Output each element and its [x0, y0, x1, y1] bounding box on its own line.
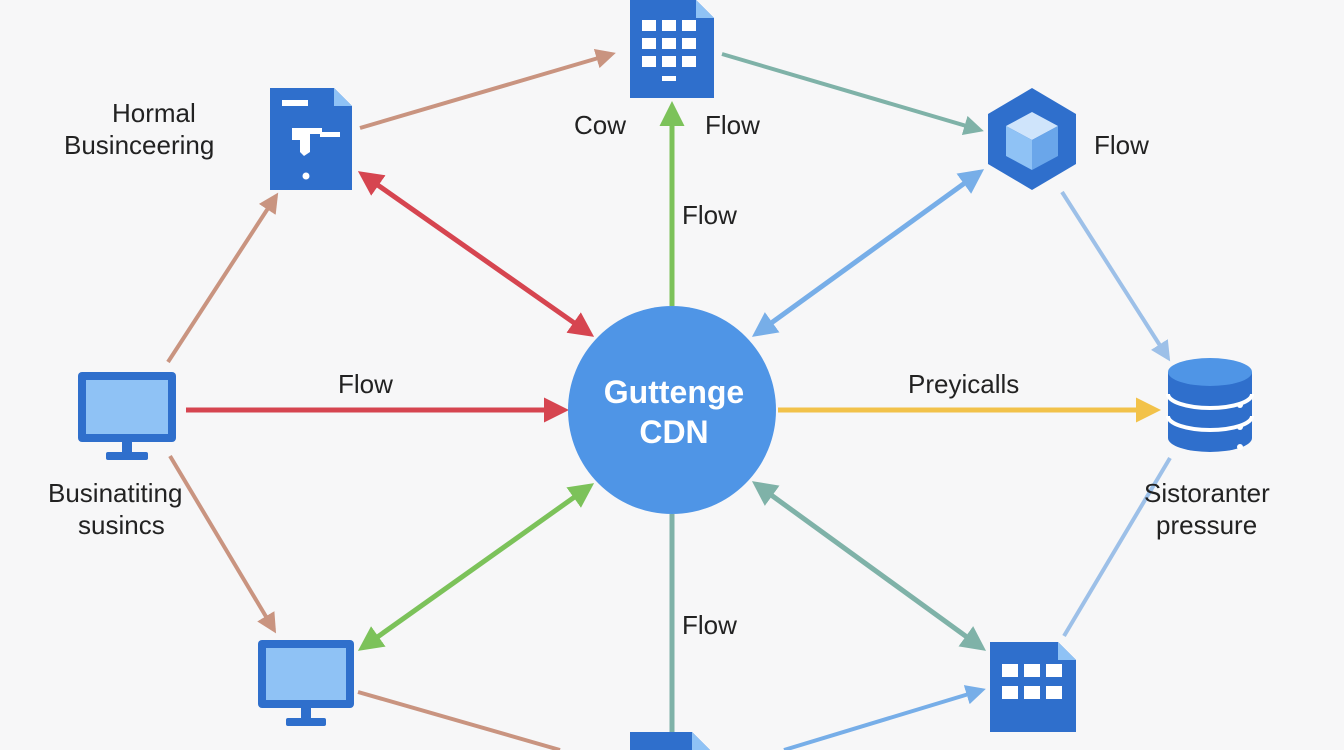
- label-left-mid-line1: Businatiting: [48, 478, 183, 508]
- database-icon[interactable]: [1166, 358, 1254, 452]
- label-flow-right-top: Flow: [1094, 130, 1149, 160]
- cube-icon[interactable]: [988, 88, 1076, 190]
- label-flow-left-mid: Flow: [338, 369, 393, 399]
- edge-bottomcenter-to-bottomright: [783, 685, 986, 750]
- label-right-mid-line1: Sistoranter: [1144, 478, 1270, 508]
- label-flow-center-top: Flow: [682, 200, 737, 230]
- hub-label: Guttenge CDN: [570, 372, 778, 452]
- edge-topright-to-database: [1060, 190, 1171, 362]
- spreadsheet-icon-bottom-right[interactable]: [990, 642, 1076, 732]
- hub-label-line1: Guttenge: [603, 374, 745, 410]
- edge-left-to-topleft: [166, 192, 279, 364]
- label-top-left-line2: Businceering: [64, 130, 215, 160]
- spreadsheet-icon[interactable]: [630, 0, 714, 98]
- label-left-mid-line2: susincs: [78, 510, 165, 540]
- label-flow-bottom: Flow: [682, 610, 737, 640]
- label-cow: Cow: [574, 110, 627, 140]
- monitor-icon-left[interactable]: [78, 372, 176, 460]
- edge-left-to-bottomleft: [168, 454, 277, 634]
- edge-hub-bottomleft: [357, 483, 595, 651]
- edge-hub-bottomright: [751, 481, 987, 651]
- label-right-mid-line2: pressure: [1156, 510, 1258, 540]
- label-top-left-line1: Hormal: [112, 98, 196, 128]
- edge-hub-topleft: [357, 171, 595, 337]
- document-icon[interactable]: [630, 732, 710, 750]
- cdn-hub[interactable]: [568, 306, 776, 514]
- label-preyicalls: Preyicalls: [908, 369, 1020, 399]
- edge-topcenter-to-topright: [721, 52, 984, 136]
- hub-label-line2: CDN: [639, 414, 709, 450]
- edge-hub-topright: [751, 169, 985, 337]
- edge-bottomleft-to-bottomcenter: [357, 690, 561, 750]
- document-tool-icon[interactable]: [270, 88, 352, 190]
- edge-bottomright-to-database: [1062, 456, 1172, 638]
- monitor-icon-bottom-left[interactable]: [258, 640, 354, 726]
- edge-topleft-to-topcenter: [359, 48, 616, 130]
- label-flow-top: Flow: [705, 110, 760, 140]
